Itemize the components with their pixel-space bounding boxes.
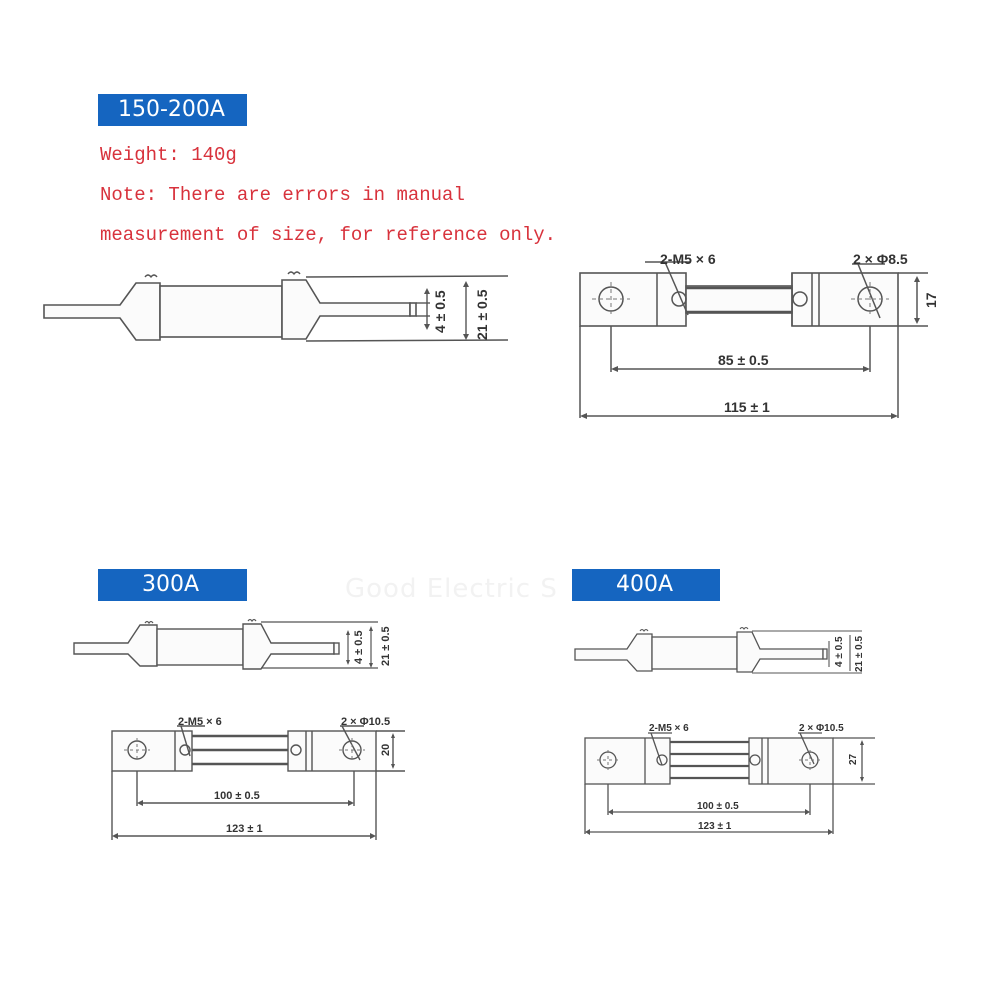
overall-length-label: 123 ± 1 <box>226 823 263 835</box>
width-label: 20 <box>380 744 392 756</box>
overall-length-label: 123 ± 1 <box>698 821 732 832</box>
screws-label: 2-M5 × 6 <box>660 251 716 267</box>
holes-label: 2 × Φ10.5 <box>799 723 844 734</box>
holes-label: 2 × Φ8.5 <box>853 251 908 267</box>
holes-label: 2 × Φ10.5 <box>341 716 390 728</box>
width-label: 27 <box>848 753 859 765</box>
width-label: 17 <box>923 292 939 308</box>
overall-length-label: 115 ± 1 <box>724 399 770 415</box>
section-label: 150-200A <box>118 97 225 122</box>
section-badge-150-200a: 150-200A <box>98 94 247 126</box>
side-thickness-label: 4 ± 0.5 <box>353 630 365 664</box>
side-height-label: 21 ± 0.5 <box>854 635 865 672</box>
section-label: 300A <box>142 572 200 597</box>
section-badge-400a: 400A <box>572 569 720 601</box>
watermark-text: Good Electric S <box>345 574 558 604</box>
section-label: 400A <box>616 572 674 597</box>
side-height-label: 21 ± 0.5 <box>474 289 490 340</box>
screws-label: 2-M5 × 6 <box>178 716 222 728</box>
side-thickness-label: 4 ± 0.5 <box>432 290 448 333</box>
section-badge-300a: 300A <box>98 569 247 601</box>
hole-spacing-label: 100 ± 0.5 <box>697 801 739 812</box>
weight-text: Weight: 140g <box>100 144 237 166</box>
hole-spacing-label: 100 ± 0.5 <box>214 790 260 802</box>
screws-label: 2-M5 × 6 <box>649 723 689 734</box>
hole-spacing-label: 85 ± 0.5 <box>718 352 769 368</box>
note-line-2: measurement of size, for reference only. <box>100 224 557 246</box>
side-thickness-label: 4 ± 0.5 <box>834 636 845 667</box>
note-line-1: Note: There are errors in manual <box>100 184 465 206</box>
side-height-label: 21 ± 0.5 <box>380 626 392 666</box>
